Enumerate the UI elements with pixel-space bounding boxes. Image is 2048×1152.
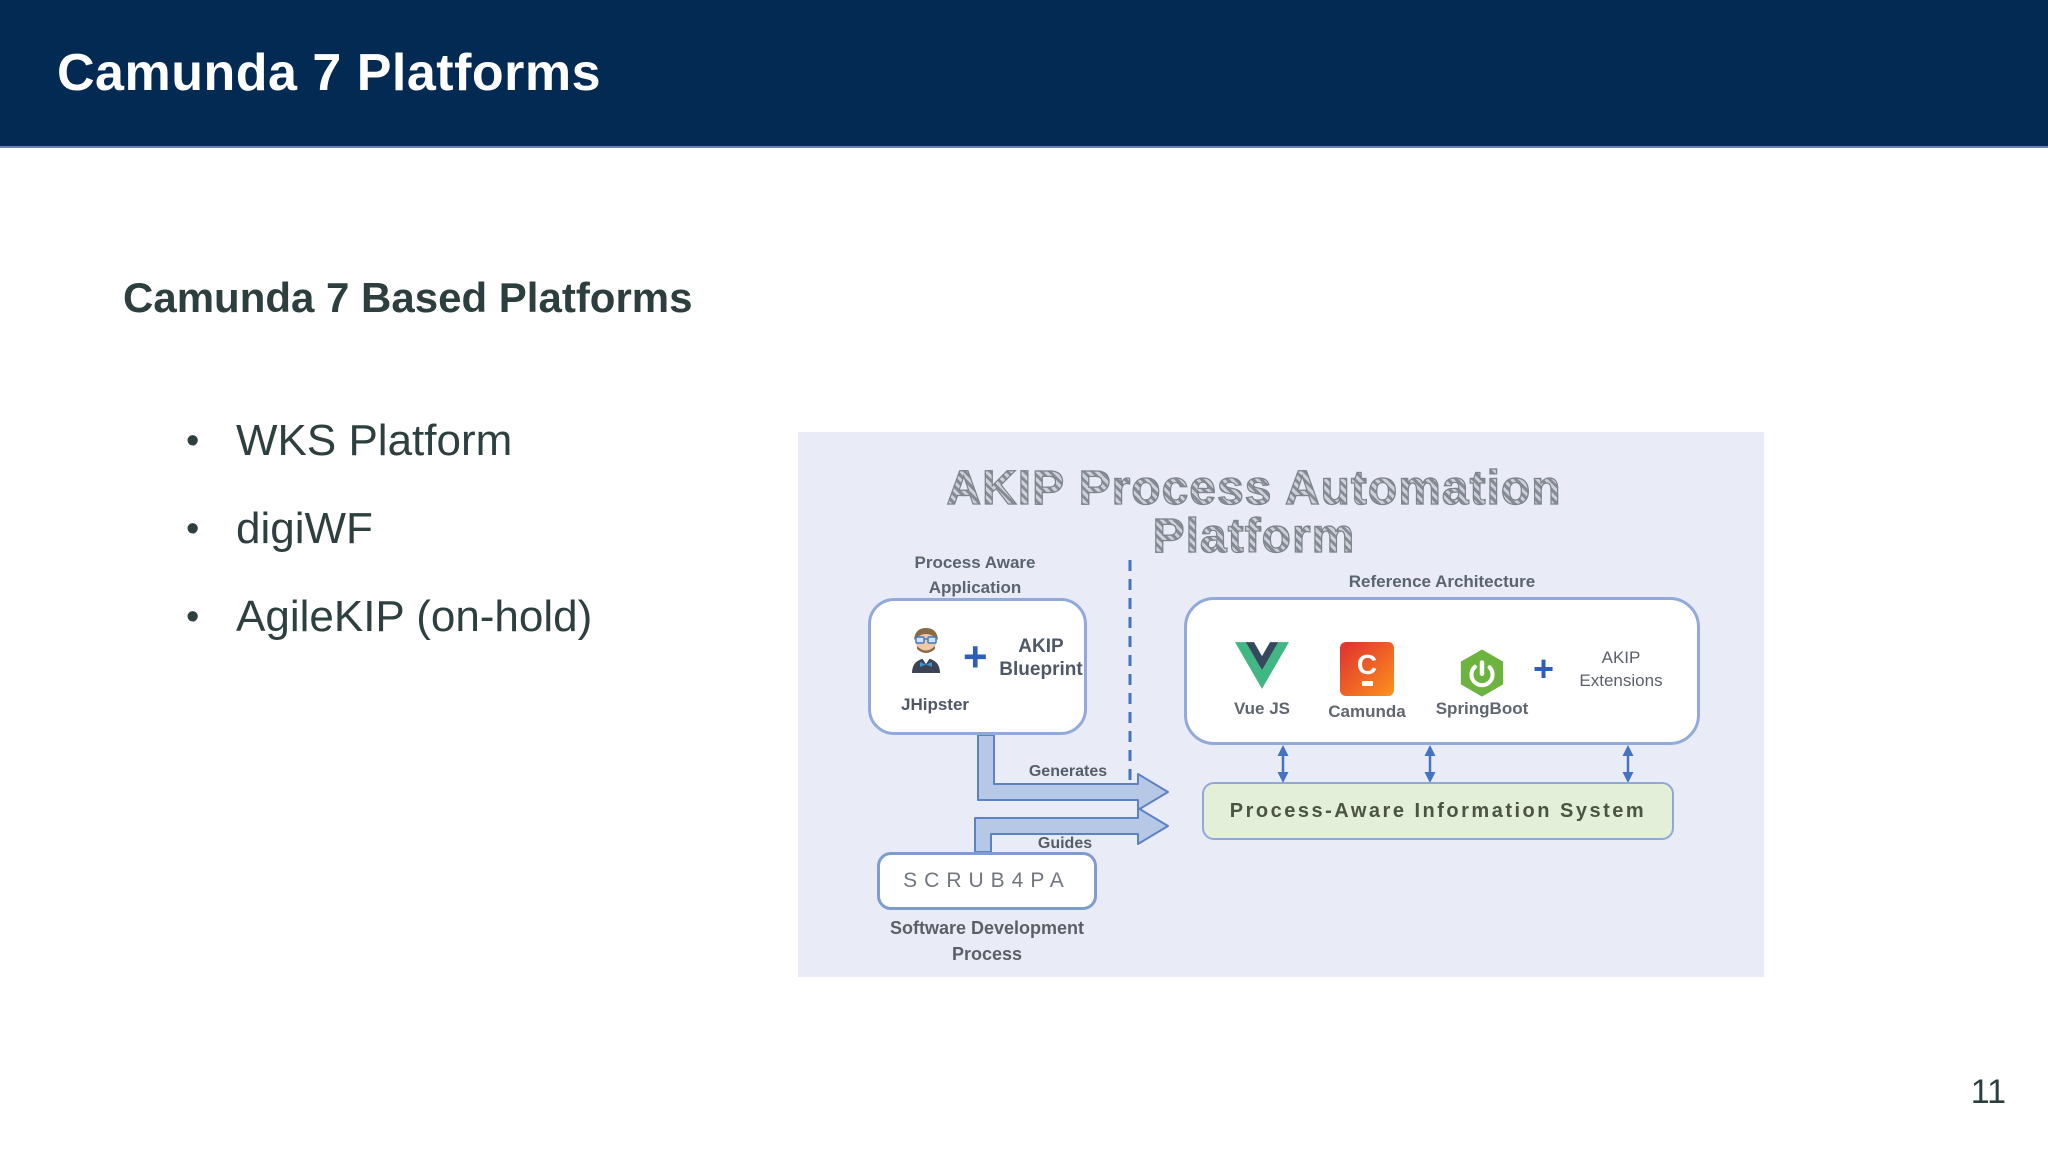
bullet-icon: •	[186, 508, 200, 550]
diagram-connectors	[974, 560, 1634, 853]
pais-box: Process-Aware Information System	[1202, 782, 1674, 840]
page-number: 11	[1970, 1073, 2006, 1111]
springboot-label: SpringBoot	[1435, 699, 1529, 718]
camunda-icon: C	[1340, 642, 1394, 696]
vuejs-icon	[1235, 642, 1289, 689]
list-item: • AgileKIP (on-hold)	[186, 590, 592, 644]
slide-title: Camunda 7 Platforms	[57, 44, 602, 102]
bullet-text: AgileKIP (on-hold)	[236, 592, 593, 641]
list-item: • digiWF	[186, 502, 592, 556]
diagram-title: AKIP Process Automation Platform	[908, 464, 1600, 561]
bullet-icon: •	[186, 420, 200, 462]
akip-extensions-label: AKIP Extensions	[1579, 648, 1663, 690]
generates-arrow-icon	[977, 734, 1169, 811]
reference-architecture-label: Reference Architecture	[1348, 572, 1536, 591]
section-heading: Camunda 7 Based Platforms	[123, 274, 693, 321]
software-development-process-label: Software Development Process	[889, 918, 1085, 964]
scaffolding-tool-box: JHipster + AKIP Blueprint	[868, 598, 1087, 735]
diagram-panel: AKIP Process Automation Platform Process…	[798, 432, 1764, 977]
guides-arrow-icon	[974, 807, 1169, 853]
bullet-list: • WKS Platform • digiWF • AgileKIP (on-h…	[186, 414, 592, 678]
bullet-text: WKS Platform	[236, 416, 513, 465]
reference-architecture-box: Vue JS C Camunda SpringBoot + AKIP Exten…	[1184, 597, 1700, 745]
jhipster-avatar-icon	[912, 628, 940, 673]
header-bar: Camunda 7 Platforms	[0, 0, 2048, 148]
scrub4pa-box: SCRUB4PA	[877, 852, 1097, 910]
pais-label: Process-Aware Information System	[1229, 799, 1647, 822]
bullet-text: digiWF	[236, 504, 373, 553]
bullet-icon: •	[186, 596, 200, 638]
camunda-label: Camunda	[1328, 702, 1406, 721]
jhipster-label: JHipster	[900, 695, 970, 714]
akip-blueprint-label: AKIP Blueprint	[999, 636, 1083, 680]
scrub4pa-label: SCRUB4PA	[903, 869, 1071, 892]
double-arrow-icon	[1277, 745, 1634, 783]
plus-icon: +	[1533, 648, 1555, 689]
guides-label: Guides	[1037, 835, 1093, 852]
plus-icon: +	[963, 633, 988, 680]
vuejs-label: Vue JS	[1233, 699, 1291, 718]
list-item: • WKS Platform	[186, 414, 592, 468]
springboot-icon	[1460, 649, 1504, 697]
generates-label: Generates	[1028, 763, 1108, 780]
